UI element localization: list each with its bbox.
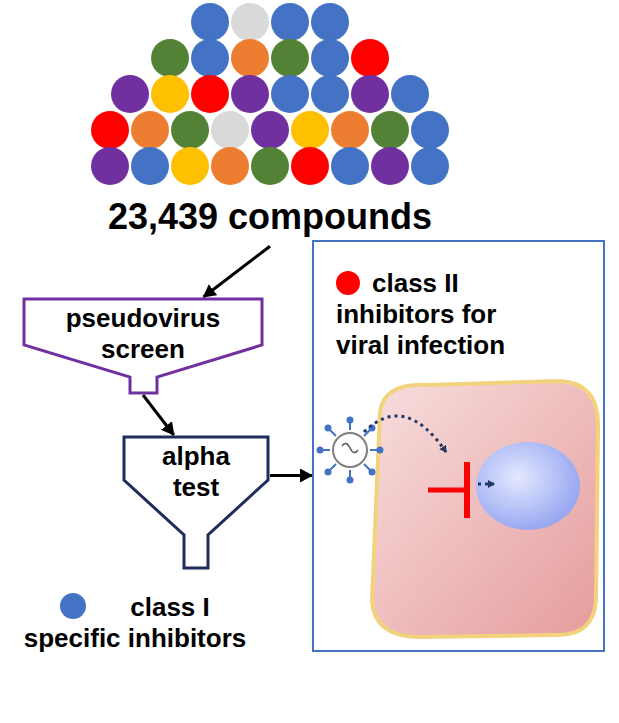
- node-label: class II inhibitors for viral infection: [336, 268, 536, 362]
- compound-library: 23,439 compounds: [95, 5, 445, 246]
- node-label: alpha test: [146, 441, 246, 503]
- class-dot: [60, 593, 86, 619]
- flow-arrow: [270, 474, 312, 477]
- virus-particle: [318, 418, 383, 483]
- node-label: pseudovirus screen: [43, 303, 243, 365]
- test-funnel: alpha test: [122, 435, 270, 570]
- infection-path: [364, 416, 494, 484]
- screen-funnel: pseudovirus screen: [22, 297, 264, 395]
- flow-arrow: [143, 395, 174, 435]
- class-dot: [336, 271, 360, 295]
- cell-illustration: [372, 381, 598, 637]
- compound-circles: [91, 3, 449, 185]
- flow-arrow: [204, 246, 271, 297]
- inhibition-symbol: [428, 462, 467, 518]
- result-label: class I specific inhibitors: [15, 592, 255, 654]
- node-label: 23,439 compounds: [95, 195, 445, 238]
- result-panel: class II inhibitors for viral infection: [312, 240, 605, 652]
